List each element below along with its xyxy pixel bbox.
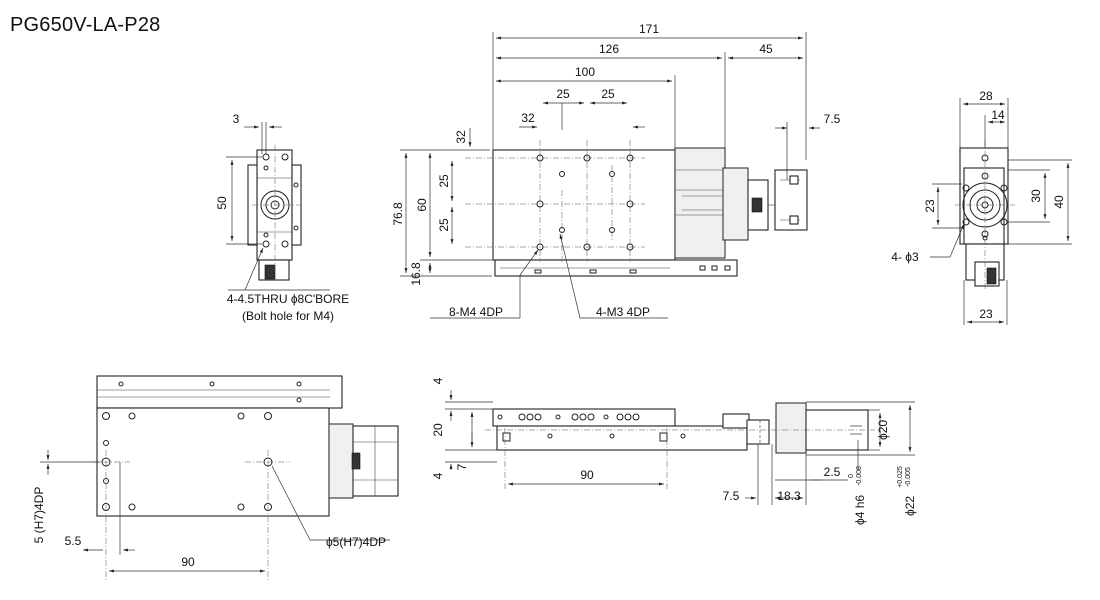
dim-32-vertical: 32 <box>454 130 468 144</box>
dim-bottom-h7: 5 (H7)4DP <box>32 487 46 544</box>
callout-phi5: ϕ5(H7)4DP <box>326 535 386 549</box>
dim-end-23-vertical: 23 <box>923 199 937 213</box>
dim-end-40: 40 <box>1052 195 1066 209</box>
dim-side-3: 3 <box>233 112 240 126</box>
dim-front-20: 20 <box>431 423 445 437</box>
tol-phi4-lower: -0.008 <box>856 466 863 486</box>
dim-25-right: 25 <box>601 87 615 101</box>
callout-m3: 4-M3 4DP <box>596 305 650 319</box>
dim-45: 45 <box>759 42 773 56</box>
top-view-motor <box>722 167 749 241</box>
top-view-table <box>492 149 676 261</box>
dim-32-horizontal: 32 <box>521 111 535 125</box>
callout-phi3: 4- ϕ3 <box>891 250 919 264</box>
side-view-left: 3 50 4-4.5THRU ϕ8C'BORE (Bolt hole for M… <box>215 112 349 323</box>
dim-171: 171 <box>639 22 659 36</box>
callout-bolt-hole: (Bolt hole for M4) <box>242 309 334 323</box>
dim-end-30: 30 <box>1029 189 1043 203</box>
tol-phi22-upper: +0.025 <box>897 466 904 488</box>
end-view-right: 28 14 30 40 23 23 4- ϕ3 <box>891 89 1072 325</box>
dim-16-8: 16.8 <box>409 262 423 286</box>
bottom-view-top-plate <box>96 375 343 409</box>
top-view-motor-housing <box>674 147 726 259</box>
dim-front-4-bottom: 4 <box>431 472 445 479</box>
bottom-view: 5.5 90 5 (H7)4DP ϕ5(H7)4DP <box>32 375 399 580</box>
dim-front-4-top: 4 <box>431 377 445 384</box>
bottom-view-body <box>96 407 330 517</box>
dim-end-23-horizontal: 23 <box>979 307 993 321</box>
dim-25-vertical-2: 25 <box>437 218 451 232</box>
dim-front-phi22: ϕ22 <box>903 496 917 516</box>
drawing-title: PG650V-LA-P28 <box>10 14 161 36</box>
dim-76-8: 76.8 <box>391 202 405 226</box>
dim-25-left: 25 <box>556 87 570 101</box>
dim-bottom-5-5: 5.5 <box>65 534 82 548</box>
tol-phi22-lower: -0.005 <box>905 467 912 487</box>
dim-side-50: 50 <box>215 196 229 210</box>
top-view: 171 126 45 100 25 25 32 7.5 32 76.8 60 1… <box>391 22 841 319</box>
dim-end-14: 14 <box>991 108 1005 122</box>
dim-front-phi20: ϕ20 <box>876 420 890 440</box>
dim-126: 126 <box>599 42 619 56</box>
callout-thru-hole: 4-4.5THRU ϕ8C'BORE <box>227 292 349 306</box>
dim-7-5-right: 7.5 <box>824 112 841 126</box>
front-view-table <box>492 408 676 427</box>
bottom-view-motor <box>328 423 354 499</box>
dim-front-phi4: ϕ4 h6 <box>853 495 867 525</box>
dim-front-7-5: 7.5 <box>723 489 740 503</box>
front-view-base <box>496 425 748 451</box>
dim-bottom-90: 90 <box>181 555 195 569</box>
dim-60: 60 <box>415 198 429 212</box>
callout-m4: 8-M4 4DP <box>449 305 503 319</box>
dim-front-7: 7 <box>455 463 469 470</box>
dim-front-18-3: 18.3 <box>777 489 801 503</box>
dim-front-2-5: 2.5 <box>824 465 841 479</box>
front-view-coupling <box>775 402 807 454</box>
dim-end-28: 28 <box>979 89 993 103</box>
dim-25-vertical-1: 25 <box>437 174 451 188</box>
tol-phi4-upper: 0 <box>848 474 855 478</box>
dim-100: 100 <box>575 65 595 79</box>
front-view: 4 20 7 4 90 2.5 7.5 18.3 ϕ20 ϕ4 h6 0 -0.… <box>431 377 917 525</box>
dim-front-90: 90 <box>580 468 594 482</box>
